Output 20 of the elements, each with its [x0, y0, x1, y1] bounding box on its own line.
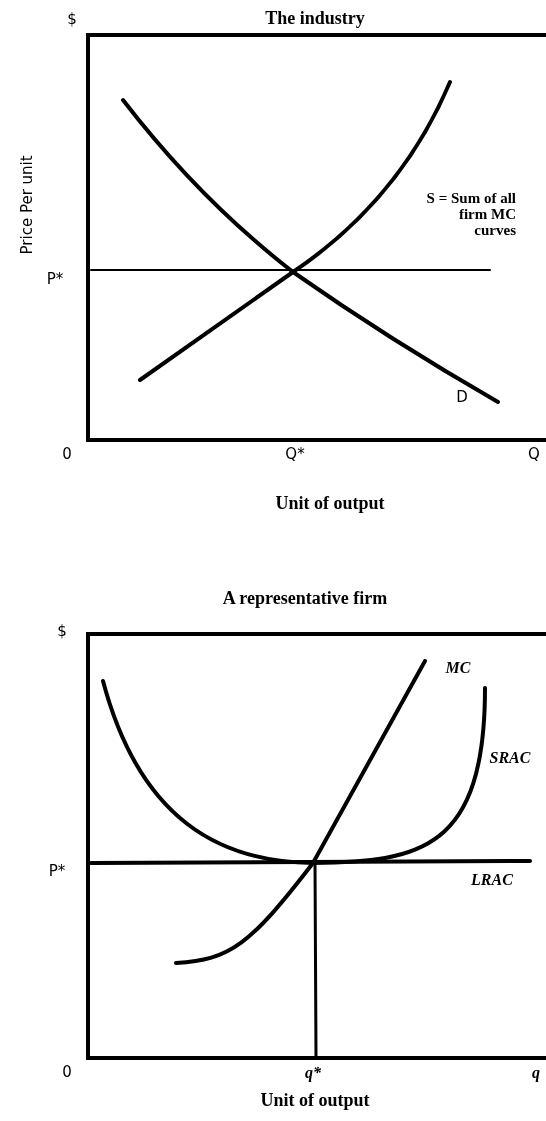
- axis-title: Unit of output: [275, 493, 385, 513]
- curve-label: SRAC: [489, 749, 531, 767]
- tick-label: 0: [62, 1065, 72, 1081]
- tick-label: P*: [46, 272, 64, 288]
- tick-label: 0: [62, 447, 72, 463]
- tick-label: q*: [305, 1064, 321, 1082]
- tick-label: P*: [48, 864, 66, 880]
- axis-label: $: [57, 624, 67, 640]
- curve-label: S = Sum of all firm MC curves: [425, 191, 516, 239]
- tick-label: Q*: [285, 447, 305, 463]
- axis-label: $: [67, 12, 77, 28]
- tick-label: Q: [528, 447, 540, 463]
- tick-label: q: [532, 1064, 540, 1082]
- axis-title: Unit of output: [260, 1090, 370, 1110]
- curve-label: MC: [445, 659, 471, 677]
- curve-label: LRAC: [471, 871, 513, 889]
- axis-title: Price Per unit: [20, 155, 36, 255]
- panel-title: A representative firm: [222, 588, 388, 608]
- panel-title: The industry: [265, 8, 365, 28]
- curve-label: D: [456, 390, 468, 406]
